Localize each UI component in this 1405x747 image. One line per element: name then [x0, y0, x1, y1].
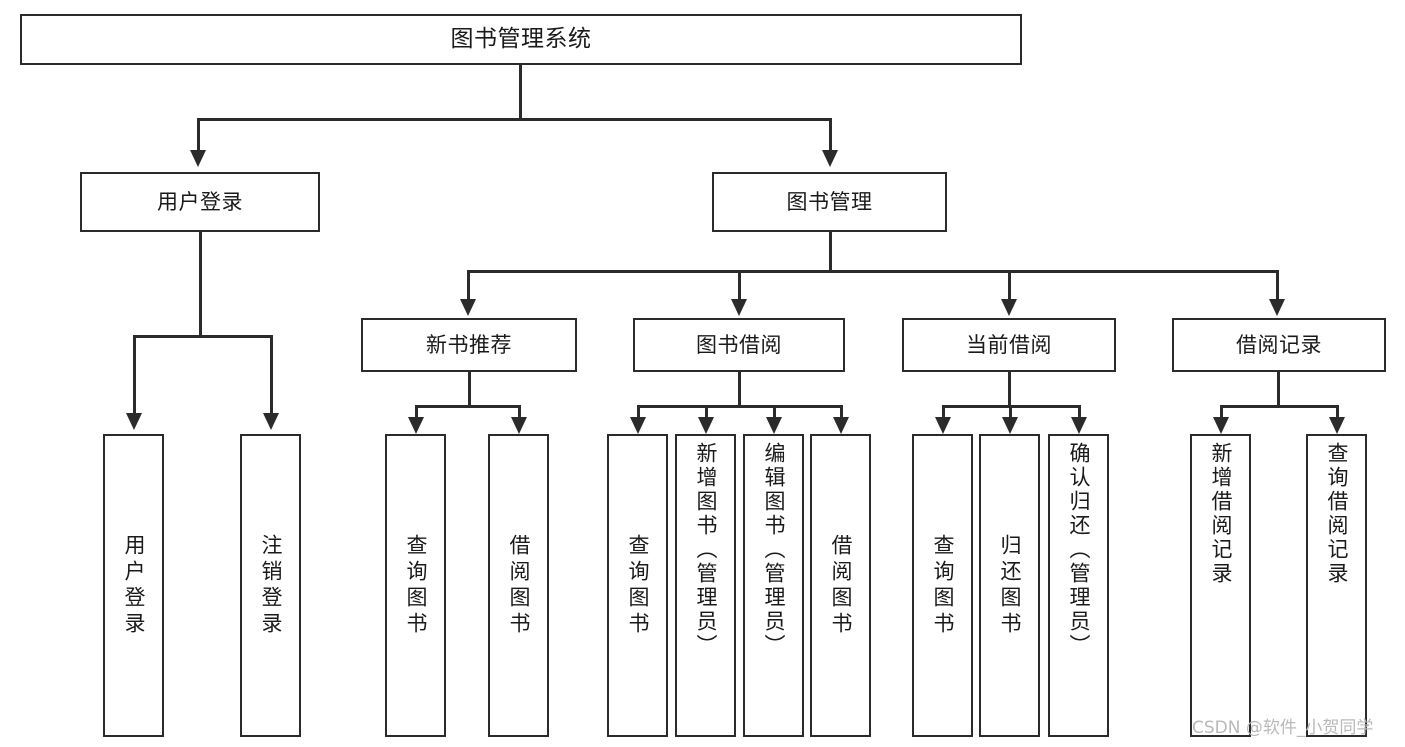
connector-user-login-drop-2 — [270, 335, 273, 417]
arrow-to-book-borrow — [731, 299, 747, 316]
arrow-to-leaf-query-record — [1329, 417, 1345, 434]
connector-user-login-trunk — [199, 232, 202, 335]
node-label: 图书管理 — [786, 189, 873, 214]
node-label: 图书借阅 — [696, 332, 782, 357]
connector-bb-trunk — [738, 372, 741, 405]
node-root-system[interactable]: 图书管理系统 — [20, 14, 1022, 65]
node-label: 归还图书 — [998, 533, 1022, 638]
arrow-to-leaf-add-record — [1213, 417, 1229, 434]
connector-book-management-bus — [467, 270, 1278, 273]
node-leaf-edit-book[interactable]: 编辑图书（管理员） — [743, 434, 804, 737]
connector-bb-drop-4 — [840, 405, 843, 421]
node-leaf-query-book-1[interactable]: 查询图书 — [385, 434, 446, 737]
node-label: 注销登录 — [259, 533, 283, 638]
node-book-management[interactable]: 图书管理 — [712, 172, 947, 232]
connector-cb-drop-1 — [942, 405, 945, 421]
connector-bm-drop-4 — [1276, 270, 1279, 303]
connector-bb-bus — [637, 405, 841, 408]
arrow-to-leaf-logout-login — [263, 413, 279, 430]
connector-root-to-user-login — [197, 118, 200, 154]
connector-cb-trunk — [1008, 372, 1011, 405]
node-label: 用户登录 — [157, 189, 243, 214]
node-label: 编辑图书（管理员） — [762, 442, 786, 658]
connector-nbr-drop-1 — [415, 405, 418, 421]
arrow-to-leaf-edit-book — [766, 417, 782, 434]
node-leaf-user-login[interactable]: 用户登录 — [103, 434, 164, 737]
connector-bb-drop-2 — [705, 405, 708, 421]
node-label: 查询图书 — [931, 533, 955, 638]
arrow-to-book-management — [822, 150, 838, 167]
connector-br-drop-2 — [1336, 405, 1339, 421]
arrow-to-new-book-recommend — [460, 299, 476, 316]
arrow-to-leaf-borrow-book-1 — [511, 417, 527, 434]
arrow-to-leaf-add-book — [698, 417, 714, 434]
arrow-to-leaf-query-book-3 — [935, 417, 951, 434]
connector-user-login-drop-1 — [133, 335, 136, 417]
node-book-borrow[interactable]: 图书借阅 — [633, 318, 845, 372]
connector-br-bus — [1220, 405, 1338, 408]
node-label: 查询借阅记录 — [1325, 442, 1349, 586]
node-label: 借阅记录 — [1236, 332, 1322, 357]
watermark-text: CSDN @软件_小贺同学 — [1192, 718, 1374, 738]
node-borrow-record[interactable]: 借阅记录 — [1172, 318, 1386, 372]
connector-br-trunk — [1277, 372, 1280, 405]
node-leaf-confirm-return[interactable]: 确认归还（管理员） — [1048, 434, 1109, 737]
arrow-to-leaf-user-login — [126, 413, 142, 430]
connector-root-bus — [197, 118, 831, 121]
connector-root-to-book-management — [829, 118, 832, 154]
node-leaf-logout-login[interactable]: 注销登录 — [240, 434, 301, 737]
node-label: 新书推荐 — [426, 332, 512, 357]
node-label: 新增图书（管理员） — [694, 442, 718, 658]
node-new-book-recommend[interactable]: 新书推荐 — [361, 318, 577, 372]
connector-user-login-bus — [133, 335, 272, 338]
connector-cb-drop-3 — [1078, 405, 1081, 421]
node-label: 借阅图书 — [507, 533, 531, 638]
node-current-borrow[interactable]: 当前借阅 — [902, 318, 1116, 372]
node-label: 新增借阅记录 — [1209, 442, 1233, 586]
connector-bm-drop-1 — [467, 270, 470, 303]
node-label: 用户登录 — [122, 533, 146, 638]
arrow-to-leaf-confirm-return — [1071, 417, 1087, 434]
node-leaf-add-book[interactable]: 新增图书（管理员） — [675, 434, 736, 737]
arrow-to-borrow-record — [1269, 299, 1285, 316]
node-leaf-query-record[interactable]: 查询借阅记录 — [1306, 434, 1367, 737]
connector-bb-drop-1 — [637, 405, 640, 421]
connector-bm-drop-3 — [1008, 270, 1011, 303]
connector-book-management-trunk — [829, 232, 832, 270]
node-label: 图书管理系统 — [450, 25, 592, 52]
node-leaf-query-book-2[interactable]: 查询图书 — [607, 434, 668, 737]
node-leaf-query-book-3[interactable]: 查询图书 — [912, 434, 973, 737]
connector-nbr-trunk — [468, 372, 471, 405]
node-label: 借阅图书 — [829, 533, 853, 638]
connector-bm-drop-2 — [738, 270, 741, 303]
arrow-to-current-borrow — [1001, 299, 1017, 316]
node-leaf-add-record[interactable]: 新增借阅记录 — [1190, 434, 1251, 737]
connector-bb-drop-3 — [773, 405, 776, 421]
node-label: 查询图书 — [404, 533, 428, 638]
node-label: 查询图书 — [626, 533, 650, 638]
arrow-to-user-login — [190, 150, 206, 167]
node-label: 确认归还（管理员） — [1067, 442, 1091, 658]
node-leaf-borrow-book-1[interactable]: 借阅图书 — [488, 434, 549, 737]
connector-nbr-bus — [415, 405, 520, 408]
connector-cb-drop-2 — [1009, 405, 1012, 421]
node-user-login[interactable]: 用户登录 — [80, 172, 320, 232]
arrow-to-leaf-borrow-book-2 — [833, 417, 849, 434]
connector-root-trunk — [519, 65, 522, 118]
arrow-to-leaf-return-book — [1002, 417, 1018, 434]
arrow-to-leaf-query-book-2 — [630, 417, 646, 434]
connector-br-drop-1 — [1220, 405, 1223, 421]
connector-nbr-drop-2 — [518, 405, 521, 421]
node-label: 当前借阅 — [966, 332, 1052, 357]
arrow-to-leaf-query-book-1 — [408, 417, 424, 434]
node-leaf-borrow-book-2[interactable]: 借阅图书 — [810, 434, 871, 737]
node-leaf-return-book[interactable]: 归还图书 — [979, 434, 1040, 737]
